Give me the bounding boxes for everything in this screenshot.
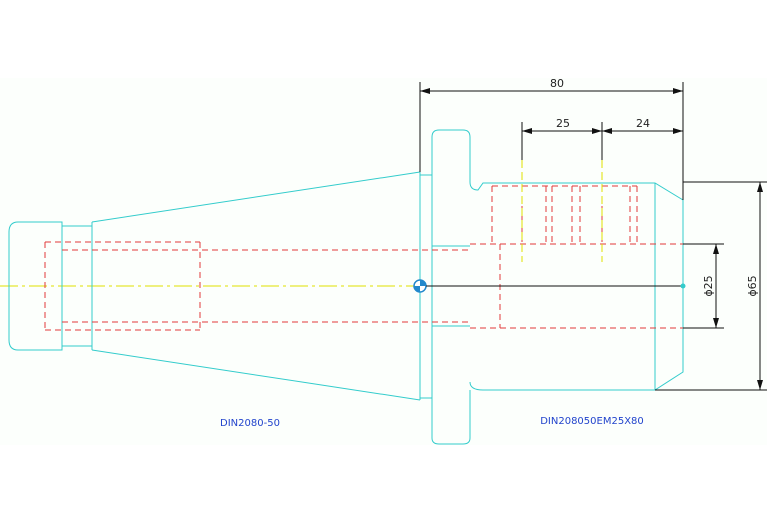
dim-segment-b: 24 [636, 117, 650, 130]
dim-overall-length: 80 [550, 77, 564, 90]
label-right-part: DIN208050EM25X80 [540, 416, 644, 427]
dim-bore-diameter: ϕ25 [702, 275, 715, 296]
slot-centerlines [521, 160, 603, 262]
axis-endpoint [680, 283, 686, 289]
hidden-lines [44, 185, 683, 331]
drawing-background [0, 78, 767, 445]
label-left-part: DIN2080-50 [220, 418, 280, 429]
dimension-arrows [420, 88, 763, 390]
dim-segment-a: 25 [556, 117, 570, 130]
dim-outer-diameter: ϕ65 [746, 275, 759, 296]
origin-marker [413, 279, 427, 293]
